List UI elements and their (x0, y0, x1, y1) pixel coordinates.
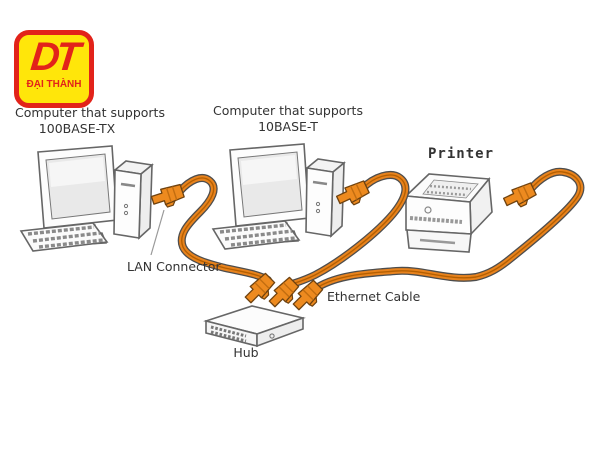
ethernet-cables (176, 167, 585, 291)
lan-connector-pointer-line (150, 209, 165, 256)
logo-brand-name: ĐẠI THÀNH (26, 79, 82, 90)
computer-100base-tx-illustration (19, 144, 154, 253)
computer2-label-line2: 10BASE-T (258, 119, 318, 134)
computer-10base-t-illustration (211, 142, 346, 251)
computer2-label-line1: Computer that supports (213, 103, 363, 118)
hub-label: Hub (233, 345, 259, 360)
printer-label: Printer (428, 146, 495, 162)
dai-thanh-logo: DT ĐẠI THÀNH (14, 30, 94, 108)
computer1-label-line1: Computer that supports (15, 105, 165, 120)
cable-printer-to-hub (314, 167, 585, 291)
printer-illustration (404, 173, 493, 253)
computer2-label: Computer that supports 10BASE-T (206, 103, 370, 135)
lan-connector-computer1-icon (149, 182, 187, 212)
computer1-label-line2: 100BASE-TX (38, 121, 116, 136)
cable-computer1-to-hub (176, 174, 272, 284)
cable-computer2-to-hub (288, 171, 410, 288)
lan-connector-label: LAN Connector (127, 259, 221, 274)
hub-illustration (203, 305, 306, 348)
ethernet-cable-label: Ethernet Cable (327, 289, 421, 304)
computer1-label: Computer that supports 100BASE-TX (6, 105, 174, 137)
lan-connector-printer-icon (501, 180, 539, 213)
